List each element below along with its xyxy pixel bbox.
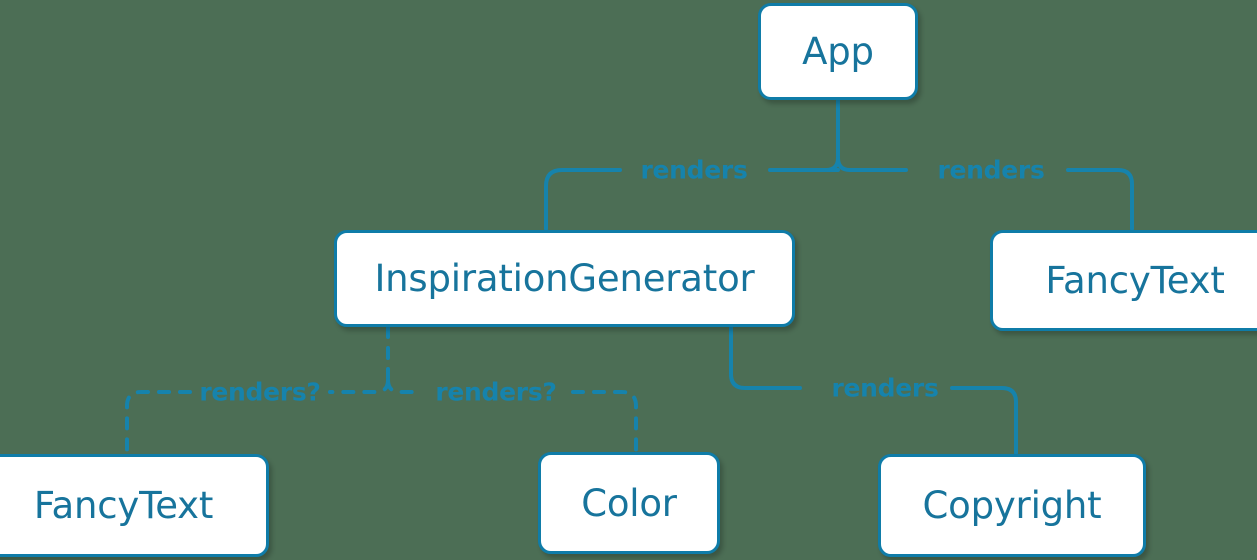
edge-label-inspirationgenerator-to-color: renders?: [435, 377, 557, 407]
node-fancytext-bottom-left-label: FancyText: [33, 484, 214, 527]
node-fancytext-bottom-left[interactable]: FancyText: [0, 454, 269, 557]
node-copyright-label: Copyright: [922, 484, 1102, 527]
connector-inspirationgenerator-to-color-dashed-2: [571, 390, 638, 453]
edge-label-app-to-inspirationgenerator: renders: [640, 155, 748, 185]
edge-label-inspirationgenerator-to-copyright: renders: [831, 373, 939, 403]
node-app-label: App: [802, 30, 874, 73]
node-color[interactable]: Color: [538, 452, 720, 554]
node-color-label: Color: [581, 481, 677, 525]
node-fancytext-right[interactable]: FancyText: [990, 230, 1257, 331]
node-fancytext-right-label: FancyText: [1045, 259, 1225, 302]
connector-app-to-inspirationgenerator-b: [544, 168, 622, 231]
connector-inspirationgenerator-to-fancytext-dashed: [328, 378, 390, 394]
connector-inspirationgenerator-to-copyright-b: [950, 386, 1018, 455]
node-app[interactable]: App: [758, 3, 918, 100]
edge-label-app-to-fancytext: renders: [937, 155, 1045, 185]
connector-app-to-fancytext-a: [836, 156, 908, 172]
connector-app-to-fancytext-b: [1066, 168, 1134, 231]
node-copyright[interactable]: Copyright: [878, 454, 1146, 557]
node-inspirationgenerator-label: InspirationGenerator: [374, 257, 755, 300]
connector-inspirationgenerator-to-fancytext-dashed-2: [125, 390, 192, 455]
node-inspirationgenerator[interactable]: InspirationGenerator: [334, 230, 795, 327]
connector-inspirationgenerator-to-copyright-a: [729, 325, 802, 390]
edge-label-inspirationgenerator-to-fancytext: renders?: [199, 377, 321, 407]
connector-inspirationgenerator-to-color-dashed: [386, 378, 422, 394]
